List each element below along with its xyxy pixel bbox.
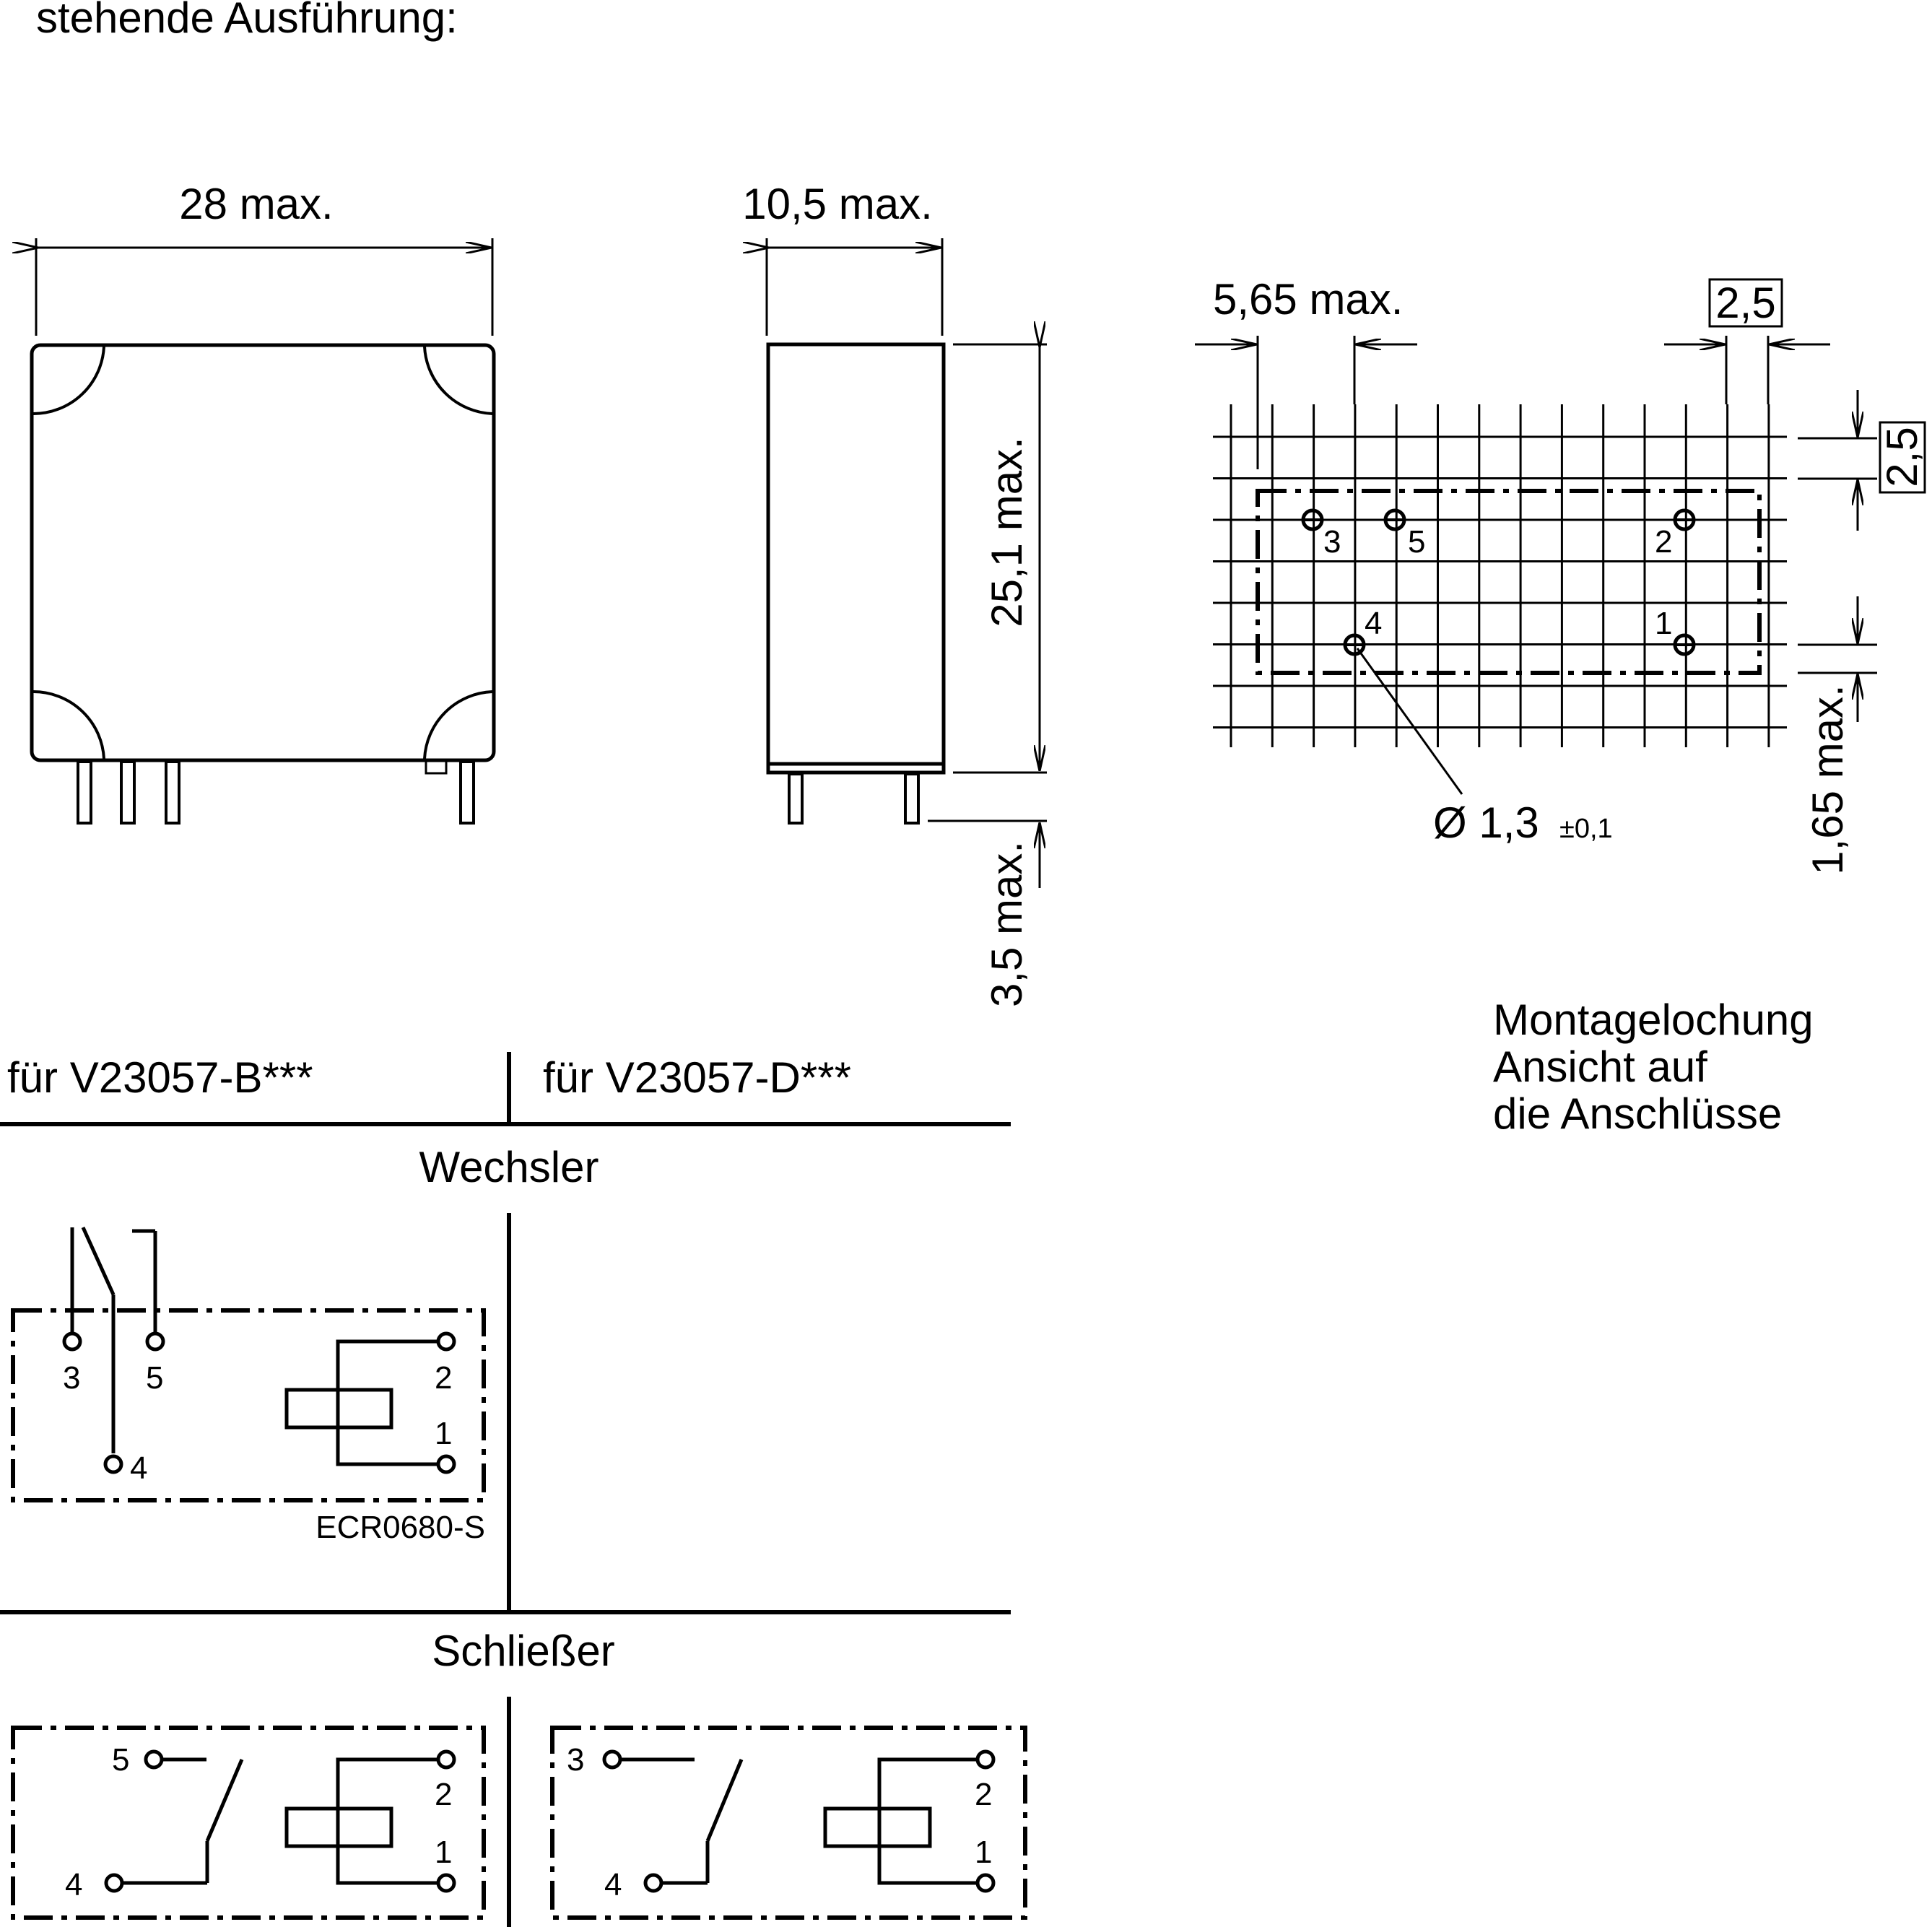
section-make-contact: Schließer (432, 1627, 614, 1675)
terminal (975, 1873, 996, 1893)
terminal (62, 1331, 82, 1352)
hole-tolerance-label: ±0,1 (1559, 814, 1613, 844)
width-dimension-label: 28 max. (179, 180, 333, 228)
contact-table: für V23057-B*** für V23057-D*** Wechsler… (0, 1052, 1011, 1927)
caption-line: Ansicht auf (1493, 1043, 1707, 1091)
schematic-frame (550, 1726, 1027, 1920)
hole (1673, 633, 1696, 656)
schematic-frame (11, 1308, 486, 1502)
hole (1301, 508, 1324, 531)
hole-number: 1 (1655, 606, 1672, 641)
section-changeover: Wechsler (419, 1143, 599, 1191)
schematic-frame (11, 1726, 486, 1920)
pin-label: 1 (435, 1835, 452, 1870)
relay-body-side (766, 342, 946, 775)
column-header-d: für V23057-D*** (543, 1053, 851, 1102)
hole-diameter-label: Ø 1,3 (1433, 799, 1539, 847)
grid (1213, 404, 1787, 747)
front-view: 28 max. (30, 180, 496, 825)
terminal (144, 1749, 164, 1770)
page-title: stehende Ausführung: (36, 0, 458, 42)
hole-number: 3 (1323, 524, 1341, 560)
terminal (104, 1873, 124, 1893)
pin-label: 5 (112, 1742, 129, 1778)
pin-label: 2 (435, 1360, 452, 1396)
terminal (602, 1749, 622, 1770)
hole-number: 2 (1655, 524, 1672, 560)
terminal (436, 1749, 456, 1770)
height-dimension-label: 25,1 max. (983, 437, 1031, 627)
hole-offset-label: 5,65 max. (1213, 275, 1403, 323)
pin-label: 3 (63, 1360, 80, 1396)
pin-label: 1 (975, 1835, 992, 1870)
hole (1383, 508, 1406, 531)
terminal (145, 1331, 165, 1352)
caption-line: Montagelochung (1493, 996, 1814, 1044)
hole-number: 4 (1365, 606, 1382, 641)
hole (1343, 633, 1366, 656)
pin-label: 4 (604, 1867, 622, 1902)
terminal (436, 1873, 456, 1893)
hole-number: 5 (1408, 524, 1425, 560)
terminal (436, 1331, 456, 1352)
relay-coil (284, 1806, 393, 1848)
terminal (436, 1454, 456, 1474)
caption-line: die Anschlüsse (1493, 1089, 1782, 1138)
terminal (643, 1873, 663, 1893)
front-pin (120, 760, 136, 825)
changeover-schematic: 3 5 2 1 4 ECR0680-S (11, 1226, 486, 1545)
front-pin (165, 760, 180, 825)
pin-label: 5 (146, 1360, 163, 1396)
grid-pitch-box-h (1708, 278, 1783, 328)
pin-length-label: 3,5 max. (983, 841, 1031, 1007)
relay-coil (823, 1806, 932, 1848)
schematic-code: ECR0680-S (316, 1510, 485, 1545)
side-pin (904, 773, 920, 825)
terminal (103, 1454, 123, 1474)
make-contact-schematic-b: 5 2 1 4 (11, 1726, 486, 1920)
front-pin (459, 760, 475, 825)
pin-label: 4 (65, 1867, 82, 1902)
pin-label: 4 (130, 1450, 147, 1486)
relay-coil (284, 1388, 393, 1430)
side-view: 10,5 max. 25,1 max. 3,5 max. (742, 180, 1047, 1007)
relay-outline-dashdot (1256, 489, 1762, 675)
side-pin (788, 773, 804, 825)
pin-label: 2 (435, 1777, 452, 1812)
column-header-b: für V23057-B*** (7, 1053, 313, 1102)
grid-pitch-v-label: 2,5 (1878, 427, 1926, 487)
grid-pitch-h-label: 2,5 (1715, 279, 1775, 327)
pin-label: 3 (567, 1742, 584, 1778)
hole (1673, 508, 1696, 531)
pin-label: 1 (435, 1416, 452, 1451)
front-pin (77, 760, 92, 825)
row-offset-label: 1,65 max. (1803, 684, 1852, 874)
grid-pitch-box-v (1879, 421, 1926, 494)
mounting-hole-pattern: 5,65 max. 2,5 2,5 1,65 max. 3 5 2 (1195, 275, 1926, 875)
pin-label: 2 (975, 1777, 992, 1812)
mounting-caption: Montagelochung Ansicht auf die Anschlüss… (1493, 996, 1814, 1138)
depth-dimension-label: 10,5 max. (742, 180, 932, 228)
relay-body-front (30, 343, 496, 762)
make-contact-schematic-d: 3 2 1 4 (550, 1726, 1027, 1920)
terminal (975, 1749, 996, 1770)
